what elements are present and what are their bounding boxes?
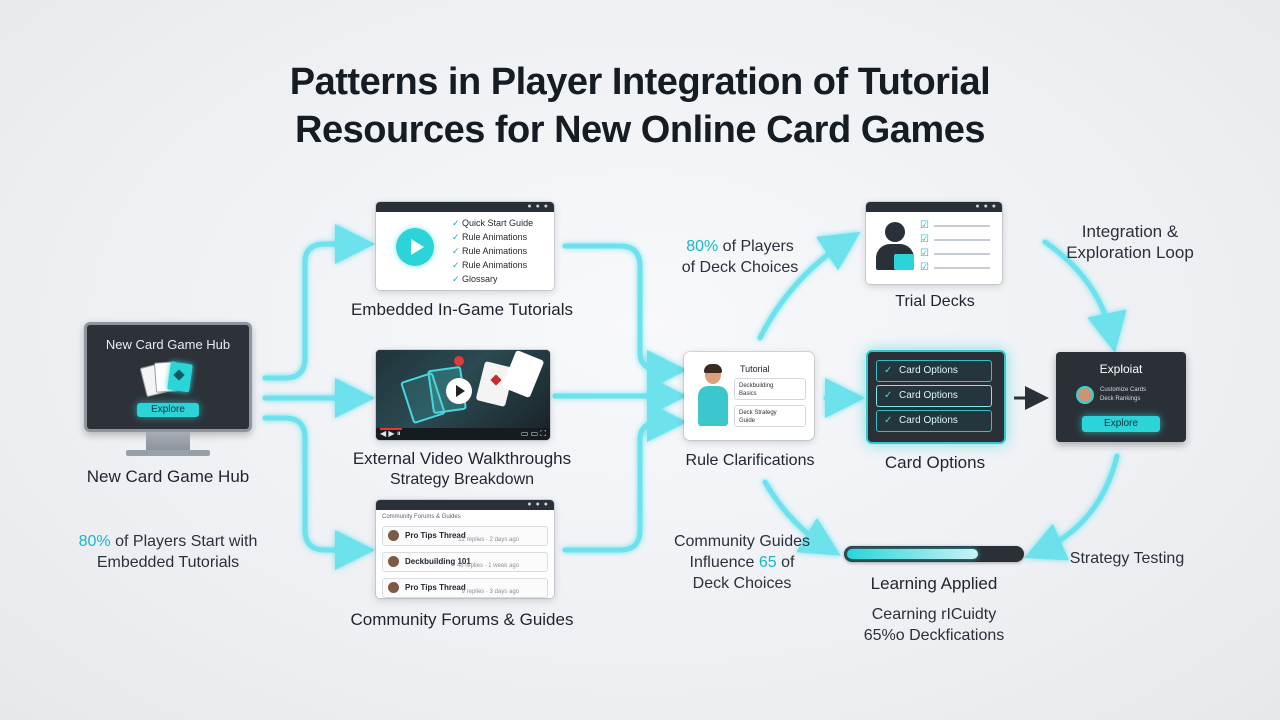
window-title-bar: ● ● ● xyxy=(866,202,1002,212)
rules-item-2[interactable]: Deck Strategy Guide xyxy=(734,405,806,427)
list-item[interactable]: Glossary xyxy=(452,272,533,286)
community-stat-value: 65 xyxy=(758,554,777,571)
card-options-caption: Card Options xyxy=(884,453,986,472)
list-item[interactable]: Quick Start Guide xyxy=(452,216,533,230)
trial-decks-caption: Trial Decks xyxy=(895,293,975,310)
learning-caption: Learning Applied xyxy=(870,574,998,593)
title-line-2: Resources for New Online Card Games xyxy=(295,109,985,151)
video-caption-line-2: Strategy Breakdown xyxy=(389,471,535,488)
arrow-hub-to-embedded xyxy=(262,224,375,381)
hub-screen-title: New Card Game Hub xyxy=(105,337,231,352)
community-stat-line-3: Deck Choices xyxy=(692,575,792,592)
avatar xyxy=(1076,386,1094,404)
card-option-row[interactable]: Card Options xyxy=(876,410,992,432)
window-title-bar: ● ● ● xyxy=(376,202,554,212)
deck-stat-text: of Players xyxy=(718,238,794,255)
exploit-title: Exploiat xyxy=(1099,362,1143,376)
arrow-trial-to-exploit xyxy=(1042,239,1127,353)
exploit-text: Customize Cards Deck Rankings xyxy=(1100,387,1147,402)
card-option-row[interactable]: Card Options xyxy=(876,360,992,382)
table-row[interactable]: Pro Tips Thread 9 replies · 3 days ago xyxy=(382,578,548,598)
hub-explore-button[interactable]: Explore xyxy=(137,403,199,417)
avatar xyxy=(388,582,399,593)
page-title: Patterns in Player Integration of Tutori… xyxy=(0,58,1280,154)
window-title-bar: ● ● ● xyxy=(376,500,554,510)
trial-decks-window[interactable]: ● ● ● ☑ ☑ ☑ ☑ xyxy=(866,202,1002,284)
rules-caption: Rule Clarifications xyxy=(685,452,815,469)
avatar xyxy=(388,530,399,541)
community-stat-line-1: Community Guides xyxy=(673,533,811,550)
rules-panel[interactable]: Tutorial Deckbuilding Basics Deck Strate… xyxy=(684,352,814,440)
arrow-forum-to-rules xyxy=(562,402,687,553)
embedded-tutorial-list: Quick Start Guide Rule Animations Rule A… xyxy=(452,216,533,286)
community-stat: Community Guides Influence 65 of Deck Ch… xyxy=(656,531,828,594)
list-item[interactable]: Rule Animations xyxy=(452,258,533,272)
hub-stat: 80% of Players Start with Embedded Tutor… xyxy=(50,531,286,573)
list-item[interactable]: Rule Animations xyxy=(452,244,533,258)
hub-stat-text-2: Embedded Tutorials xyxy=(96,554,240,571)
arrow-rules-to-learning xyxy=(762,479,841,556)
learning-subtext: Cearning rICuidty 65%o Deckfications xyxy=(863,606,1005,644)
learning-progress-bar xyxy=(844,546,1024,562)
rules-item-1[interactable]: Deckbuilding Basics xyxy=(734,378,806,400)
list-item[interactable]: Rule Animations xyxy=(452,230,533,244)
card-option-row[interactable]: Card Options xyxy=(876,385,992,407)
forum-caption: Community Forums & Guides xyxy=(350,610,574,629)
video-play-icon[interactable] xyxy=(446,378,472,404)
monitor-stand xyxy=(146,432,190,452)
person-icon xyxy=(696,364,730,428)
hub-monitor: New Card Game Hub Explore xyxy=(84,322,252,432)
video-window[interactable]: ◀ ▶ ⏸ ▭ ▭ ⛶ xyxy=(376,350,550,440)
cards-icon xyxy=(139,361,197,398)
table-row[interactable]: Pro Tips Thread 12 replies · 2 days ago xyxy=(382,526,548,546)
video-card-visual xyxy=(376,350,550,428)
strategy-testing-label: Strategy Testing xyxy=(1069,550,1185,567)
arrow-embedded-to-rules xyxy=(562,243,687,390)
embedded-tutorials-window[interactable]: ● ● ● Quick Start Guide Rule Animations … xyxy=(376,202,554,290)
deck-stat-value: 80% xyxy=(686,238,719,255)
rules-panel-title: Tutorial xyxy=(740,364,770,374)
deck-choice-stat: 80% of Players of Deck Choices xyxy=(650,236,830,278)
hub-stat-text: of Players Start with xyxy=(110,533,258,550)
avatar xyxy=(388,556,399,567)
arrow-exploit-to-learning xyxy=(1024,453,1120,561)
video-caption-line-1: External Video Walkthroughs xyxy=(352,449,572,468)
checklist-icon: ☑ ☑ ☑ ☑ xyxy=(920,220,994,278)
hub-caption: New Card Game Hub xyxy=(86,467,250,486)
card-options-panel[interactable]: Card Options Card Options Card Options xyxy=(866,350,1006,444)
user-icon xyxy=(874,222,918,274)
table-row[interactable]: Deckbuilding 101 48 replies · 1 week ago xyxy=(382,552,548,572)
video-caption: External Video Walkthroughs Strategy Bre… xyxy=(320,448,604,490)
forum-header: Community Forums & Guides xyxy=(382,514,461,520)
exploit-explore-button[interactable]: Explore xyxy=(1082,416,1160,432)
hub-stat-value: 80% xyxy=(78,533,111,550)
embedded-caption: Embedded In-Game Tutorials xyxy=(350,300,574,319)
monitor-base xyxy=(126,450,210,456)
exploit-panel[interactable]: Exploiat Customize Cards Deck Rankings E… xyxy=(1056,352,1186,442)
arrow-hub-to-forum xyxy=(262,415,375,570)
deck-stat-text-2: of Deck Choices xyxy=(681,259,799,276)
title-line-1: Patterns in Player Integration of Tutori… xyxy=(289,61,991,103)
loop-label: Integration & Exploration Loop xyxy=(1066,222,1194,262)
arrow-rules-to-trial xyxy=(757,231,861,341)
play-icon[interactable] xyxy=(396,228,434,266)
video-controls[interactable]: ◀ ▶ ⏸ ▭ ▭ ⛶ xyxy=(376,428,550,440)
forum-window[interactable]: ● ● ● Community Forums & Guides Pro Tips… xyxy=(376,500,554,598)
learning-progress-fill xyxy=(847,549,978,559)
